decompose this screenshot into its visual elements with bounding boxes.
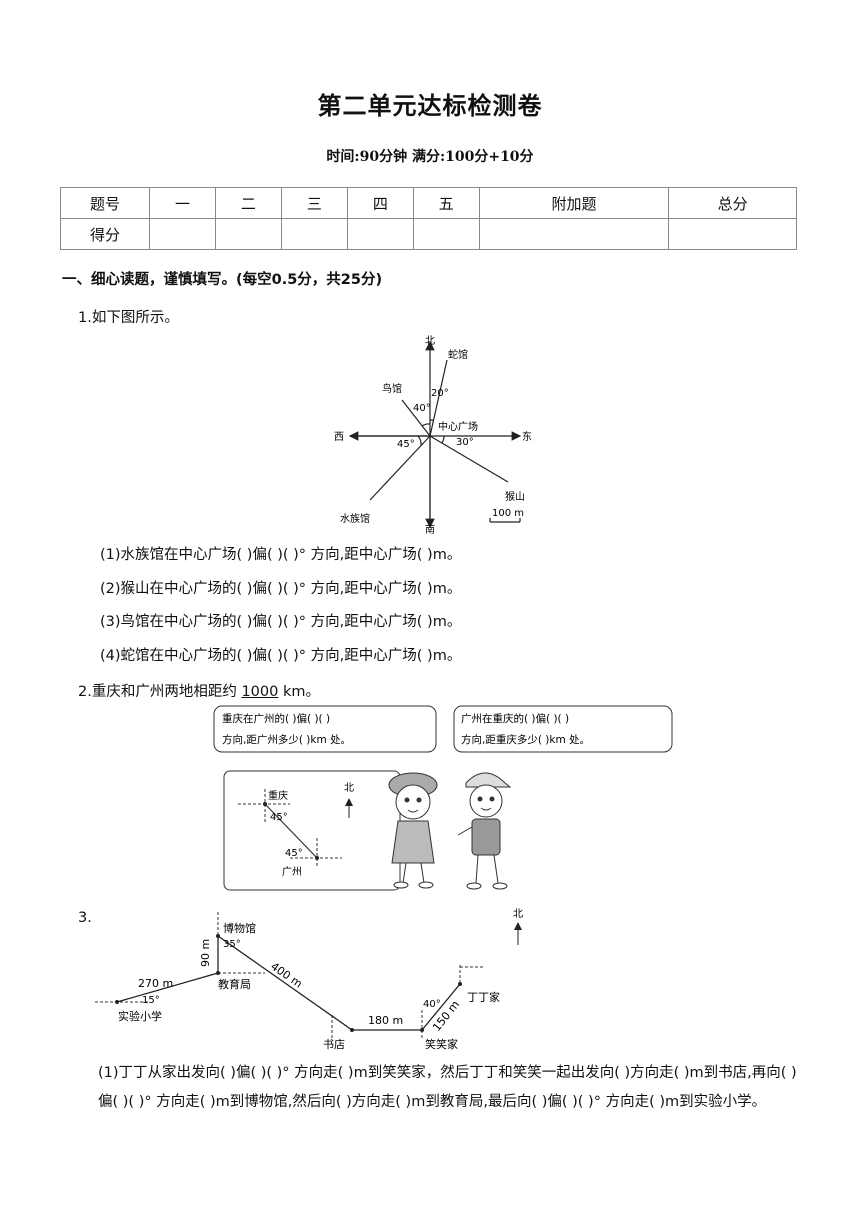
aquarium-ray xyxy=(369,435,431,501)
bubble-right-line2: 方向,距重庆多少( )km 处。 xyxy=(461,733,590,746)
score-row-label: 得分 xyxy=(60,218,150,250)
route-xiaoxiao-dingding xyxy=(421,983,461,1031)
monkey-hill-label: 猴山 xyxy=(505,490,525,503)
score-cell: 五 xyxy=(412,187,480,219)
museum-label: 博物馆 xyxy=(223,921,256,935)
q2-distance: 1000 xyxy=(241,684,279,700)
score-cell: 一 xyxy=(149,187,216,219)
map-box xyxy=(223,770,401,891)
question-2-stem: 2.重庆和广州两地相距约 1000 km。 xyxy=(78,680,320,701)
bookstore-label: 书店 xyxy=(323,1037,345,1051)
score-blank[interactable] xyxy=(149,218,216,250)
score-blank[interactable] xyxy=(668,218,797,250)
route-museum-bookstore xyxy=(217,935,353,1031)
distance-school-education: 270 m xyxy=(138,977,173,990)
page-title: 第二单元达标检测卷 xyxy=(317,91,543,120)
q2-stem-text: 2.重庆和广州两地相距约 xyxy=(78,684,237,700)
angle-monkey: 30° xyxy=(456,437,474,448)
score-table-header-row: 题号 一 二 三 四 五 附加题 总分 xyxy=(60,187,797,219)
question-1-item-2: (2)猴山在中心广场的( )偏( )( )° 方向,距中心广场( )m。 xyxy=(100,581,462,597)
school-label: 实验小学 xyxy=(118,1009,162,1023)
question-1-item-3: (3)鸟馆在中心广场的( )偏( )( )° 方向,距中心广场( )m。 xyxy=(100,614,462,630)
score-cell: 四 xyxy=(346,187,414,219)
q1-east-label: 东 xyxy=(522,430,532,443)
q3-north-label: 北 xyxy=(513,908,523,920)
angle-bird: 40° xyxy=(413,403,431,414)
dingding-home-label: 丁丁家 xyxy=(467,990,500,1004)
bird-ray xyxy=(401,399,431,437)
education-bureau-label: 教育局 xyxy=(218,977,251,991)
bubble-left-line1: 重庆在广州的( )偏( )( ) xyxy=(222,712,330,725)
q2-illustration: 重庆在广州的( )偏( )( ) 方向,距广州多少( )km 处。 广州在重庆的… xyxy=(213,705,673,891)
girl-illustration xyxy=(388,772,438,889)
angle-museum: 35° xyxy=(223,939,241,950)
q1-south-label: 南 xyxy=(425,523,435,536)
angle-bottom: 45° xyxy=(285,848,303,859)
score-blank[interactable] xyxy=(280,218,348,250)
score-blank[interactable] xyxy=(214,218,282,250)
question-1-item-1: (1)水族馆在中心广场( )偏( )( )° 方向,距中心广场( )m。 xyxy=(100,547,462,563)
angle-xiaoxiao: 40° xyxy=(423,999,441,1010)
q2-north-label: 北 xyxy=(344,782,354,794)
q2-unit: km。 xyxy=(282,684,320,700)
score-blank[interactable] xyxy=(478,218,670,250)
bubble-left-line2: 方向,距广州多少( )km 处。 xyxy=(222,733,351,746)
score-blank[interactable] xyxy=(412,218,480,250)
bubble-right-line1: 广州在重庆的( )偏( )( ) xyxy=(461,712,569,725)
distance-museum-education: 90 m xyxy=(199,939,212,967)
score-cell: 附加题 xyxy=(478,187,670,219)
zoo-direction-diagram: 北 南 东 西 中心广场 蛇馆 鸟馆 水族馆 猴山 20° 40° 45° 30… xyxy=(334,335,532,536)
question-3-item-1: (1)丁丁从家出发向( )偏( )( )° 方向走( )m到笑笑家，然后丁丁和笑… xyxy=(98,1065,797,1110)
snake-house-label: 蛇馆 xyxy=(448,348,468,361)
snake-ray xyxy=(429,359,448,437)
score-table-score-row: 得分 xyxy=(60,218,797,250)
angle-aquarium: 45° xyxy=(397,439,415,450)
bird-house-label: 鸟馆 xyxy=(382,382,402,395)
center-plaza-label: 中心广场 xyxy=(438,420,478,433)
score-cell: 总分 xyxy=(668,187,797,219)
score-cell: 题号 xyxy=(60,187,150,219)
chongqing-label: 重庆 xyxy=(268,789,288,802)
q1-north-label: 北 xyxy=(425,335,435,347)
monkey-ray xyxy=(429,435,509,483)
scale-label: 100 m xyxy=(492,508,524,519)
speech-bubble-right xyxy=(453,705,673,753)
time-score-line: 时间:90分钟 满分:100分+10分 xyxy=(326,149,534,165)
angle-top: 45° xyxy=(270,812,288,823)
question-1-stem: 1.如下图所示。 xyxy=(78,310,179,326)
speech-bubble-left xyxy=(213,705,437,753)
route-school-education xyxy=(116,972,219,1003)
score-cell: 二 xyxy=(214,187,282,219)
q1-west-label: 西 xyxy=(334,432,344,443)
score-table: 题号 一 二 三 四 五 附加题 总分 得分 xyxy=(60,187,797,250)
question-1-item-4: (4)蛇馆在中心广场的( )偏( )( )° 方向,距中心广场( )m。 xyxy=(100,648,462,664)
boy-illustration xyxy=(457,772,512,890)
q3-route-map: 博物馆 教育局 实验小学 书店 笑笑家 丁丁家 北 270 m 90 m 400… xyxy=(95,908,523,1051)
aquarium-label: 水族馆 xyxy=(340,512,370,525)
question-3-stem: 3. xyxy=(78,910,92,926)
angle-snake: 20° xyxy=(431,388,449,399)
section-heading: 一、细心读题，谨慎填写。(每空0.5分，共25分) xyxy=(62,272,383,288)
distance-bookstore-xiaoxiao: 180 m xyxy=(368,1014,403,1027)
xiaoxiao-home-label: 笑笑家 xyxy=(425,1037,458,1051)
guangzhou-label: 广州 xyxy=(282,866,302,878)
angle-school: 15° xyxy=(142,995,160,1006)
score-cell: 三 xyxy=(280,187,348,219)
score-blank[interactable] xyxy=(346,218,414,250)
